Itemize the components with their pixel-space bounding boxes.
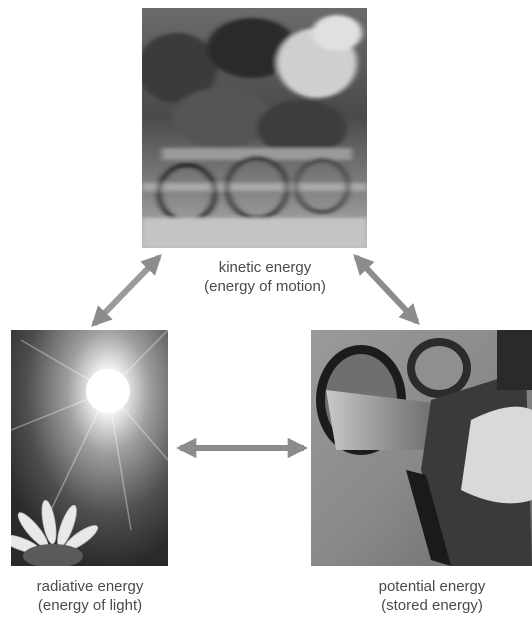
radiative-energy-label: radiative energy — [0, 577, 180, 596]
potential-energy-label: potential energy — [332, 577, 532, 596]
arrow-kinetic-potential — [356, 257, 417, 322]
potential-energy-caption: potential energy (stored energy) — [332, 577, 532, 615]
kinetic-energy-label: kinetic energy — [180, 258, 350, 277]
radiative-energy-caption: radiative energy (energy of light) — [0, 577, 180, 615]
arrow-kinetic-radiative — [94, 257, 159, 324]
potential-energy-description: (stored energy) — [332, 596, 532, 615]
kinetic-energy-caption: kinetic energy (energy of motion) — [180, 258, 350, 296]
kinetic-energy-description: (energy of motion) — [180, 277, 350, 296]
radiative-energy-description: (energy of light) — [0, 596, 180, 615]
